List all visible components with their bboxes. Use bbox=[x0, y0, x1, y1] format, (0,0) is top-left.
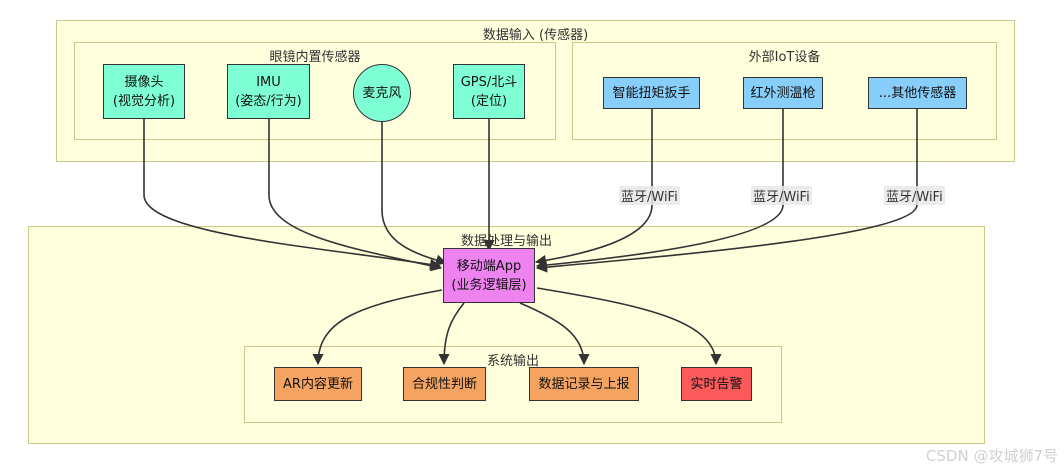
node-infrared-thermometer[interactable]: 红外测温枪 bbox=[743, 77, 823, 109]
edge-label-wrench: 蓝牙/WiFi bbox=[619, 186, 680, 205]
node-realtime-alert[interactable]: 实时告警 bbox=[681, 367, 752, 401]
edge-label-thermo: 蓝牙/WiFi bbox=[751, 186, 812, 205]
edge-app-record bbox=[519, 302, 590, 366]
node-gps[interactable]: GPS/北斗 (定位) bbox=[453, 64, 525, 119]
node-camera[interactable]: 摄像头 (视觉分析) bbox=[103, 64, 185, 119]
group-title-iot-devices: 外部IoT设备 bbox=[748, 50, 821, 65]
node-data-record-report[interactable]: 数据记录与上报 bbox=[529, 367, 639, 401]
edge-label-other: 蓝牙/WiFi bbox=[884, 186, 945, 205]
node-compliance-check[interactable]: 合规性判断 bbox=[403, 367, 486, 401]
edge-thermo-app bbox=[535, 109, 784, 271]
edge-camera-app bbox=[143, 119, 442, 270]
node-smart-torque-wrench[interactable]: 智能扭矩扳手 bbox=[603, 77, 700, 109]
edge-mic-app bbox=[381, 119, 448, 266]
group-title-data-input: 数据输入 (传感器) bbox=[482, 28, 589, 43]
node-imu[interactable]: IMU (姿态/行为) bbox=[227, 64, 310, 119]
watermark: CSDN @攻城狮7号 bbox=[925, 447, 1058, 465]
node-ar-content-update[interactable]: AR内容更新 bbox=[274, 367, 362, 401]
group-title-glasses-sensors: 眼镜内置传感器 bbox=[269, 50, 361, 65]
node-microphone[interactable]: 麦克风 bbox=[353, 64, 411, 122]
edge-app-compliance bbox=[438, 302, 465, 366]
edge-imu-app bbox=[268, 119, 443, 272]
node-mobile-app[interactable]: 移动端App (业务逻辑层) bbox=[443, 248, 535, 303]
edge-other-app bbox=[535, 109, 918, 273]
node-other-sensors[interactable]: ...其他传感器 bbox=[868, 77, 967, 109]
edge-wrench-app bbox=[534, 109, 653, 266]
edge-app-ar bbox=[312, 289, 443, 366]
group-title-system-output: 系统输出 bbox=[486, 354, 539, 369]
edge-app-alert bbox=[536, 287, 722, 366]
